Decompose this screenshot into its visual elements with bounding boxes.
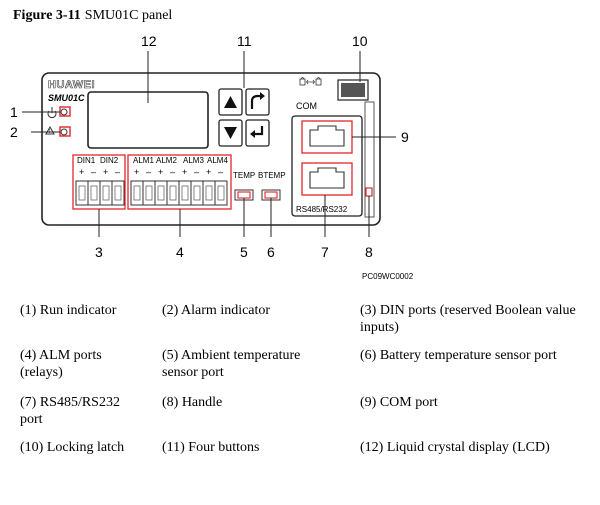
alm-terminal-slot xyxy=(217,185,225,201)
alm-terminal-slot xyxy=(157,185,165,201)
up-arrow-icon xyxy=(224,96,237,108)
smu01c-panel-diagram: HUAWEI SMU01C ! xyxy=(10,33,414,281)
din-terminal-slot xyxy=(102,185,110,201)
din-terminal-slot xyxy=(114,185,122,201)
callout-5: 5 xyxy=(240,244,248,260)
leader-lines xyxy=(22,51,396,237)
locking-latch xyxy=(337,79,369,101)
callout-12: 12 xyxy=(141,33,157,49)
legend-item-com-port: (9) COM port xyxy=(360,395,438,410)
alm-plus-sign: + xyxy=(134,167,139,177)
figure-label: Figure 3-11 xyxy=(13,8,81,23)
alm-terminal xyxy=(166,180,180,206)
redo-arrow-icon xyxy=(250,94,262,109)
lock-icon xyxy=(299,77,322,86)
din-plus-sign: + xyxy=(79,167,84,177)
alm3-label: ALM3 xyxy=(183,156,204,165)
alm-minus-sign: – xyxy=(194,167,199,177)
alm-minus-sign: – xyxy=(146,167,151,177)
up-button xyxy=(218,88,243,116)
din-terminal-slot xyxy=(78,185,86,201)
alm-plus-sign: + xyxy=(158,167,163,177)
com-label: COM xyxy=(296,101,317,111)
alm-terminal xyxy=(178,180,192,206)
figure-title: SMU01C panel xyxy=(84,8,173,23)
alm-terminal-slot xyxy=(193,185,201,201)
alm-terminal xyxy=(202,180,216,206)
legend-item-ambient-temp-port: (5) Ambient temperature sensor port xyxy=(162,348,301,380)
alm-terminal xyxy=(130,180,144,206)
din1-label: DIN1 xyxy=(77,156,96,165)
din-plus-sign: + xyxy=(103,167,108,177)
temp-label: TEMP xyxy=(233,171,255,180)
din-terminals xyxy=(75,180,125,206)
din-terminal xyxy=(111,180,125,206)
alm2-label: ALM2 xyxy=(156,156,177,165)
legend-item-run-indicator: (1) Run indicator xyxy=(20,303,117,318)
din-minus-sign: – xyxy=(91,167,96,177)
alm-minus-sign: – xyxy=(218,167,223,177)
din-polarity-signs: +–+– xyxy=(79,167,120,177)
alm-terminal xyxy=(154,180,168,206)
callout-4: 4 xyxy=(176,244,184,260)
alm-terminal xyxy=(190,180,204,206)
model-label: SMU01C xyxy=(48,93,85,103)
down-arrow-icon xyxy=(224,127,237,139)
callout-11: 11 xyxy=(237,33,252,49)
callout-9: 9 xyxy=(401,129,409,145)
alm-terminal-slot xyxy=(181,185,189,201)
alm-plus-sign: + xyxy=(206,167,211,177)
escape-button xyxy=(245,88,270,116)
alm-minus-sign: – xyxy=(170,167,175,177)
callout-numbers: 1 2 3 4 5 6 7 8 9 10 11 12 xyxy=(10,33,409,260)
alm-terminal-slot xyxy=(145,185,153,201)
callout-3: 3 xyxy=(95,244,103,260)
alm-terminal-slot xyxy=(133,185,141,201)
legend-item-alarm-indicator: (2) Alarm indicator xyxy=(162,303,271,318)
rs485-label: RS485/RS232 xyxy=(296,205,348,214)
alm4-label: ALM4 xyxy=(207,156,228,165)
din-terminal xyxy=(75,180,89,206)
callout-8: 8 xyxy=(365,244,373,260)
alm1-label: ALM1 xyxy=(133,156,154,165)
alm-plus-sign: + xyxy=(182,167,187,177)
alm-terminal-slot xyxy=(169,185,177,201)
din-terminal xyxy=(99,180,113,206)
callout-7: 7 xyxy=(321,244,329,260)
btemp-label: BTEMP xyxy=(258,171,286,180)
legend-item-rs485-port: (7) RS485/RS232 port xyxy=(20,395,120,427)
alm-polarity-signs: +–+–+–+– xyxy=(134,167,223,177)
din-minus-sign: – xyxy=(115,167,120,177)
brand-logo: HUAWEI xyxy=(48,79,95,91)
legend-item-battery-temp-port: (6) Battery temperature sensor port xyxy=(360,348,557,363)
alm-terminal xyxy=(214,180,228,206)
legend-item-lcd: (12) Liquid crystal display (LCD) xyxy=(360,440,550,455)
legend-item-locking-latch: (10) Locking latch xyxy=(20,440,125,455)
com-port xyxy=(301,120,353,154)
rs485-rs232-port xyxy=(301,162,353,196)
legend-item-four-buttons: (11) Four buttons xyxy=(162,440,260,455)
callout-10: 10 xyxy=(352,33,368,49)
din2-label: DIN2 xyxy=(100,156,119,165)
alm-terminals xyxy=(130,180,228,206)
enter-arrow-icon xyxy=(253,126,264,136)
enter-button xyxy=(245,119,270,147)
din-terminal-slot xyxy=(90,185,98,201)
din-terminal xyxy=(87,180,101,206)
callout-6: 6 xyxy=(267,244,275,260)
legend-item-din-ports: (3) DIN ports (reserved Boolean value in… xyxy=(360,303,576,335)
legend-item-handle: (8) Handle xyxy=(162,395,223,410)
alm-terminal-slot xyxy=(205,185,213,201)
alm-terminal xyxy=(142,180,156,206)
legend-item-alm-ports: (4) ALM ports (relays) xyxy=(20,348,102,380)
down-button xyxy=(218,119,243,147)
callout-2: 2 xyxy=(10,124,18,140)
callout-1: 1 xyxy=(10,104,18,120)
drawing-code: PC09WC0002 xyxy=(362,272,414,281)
